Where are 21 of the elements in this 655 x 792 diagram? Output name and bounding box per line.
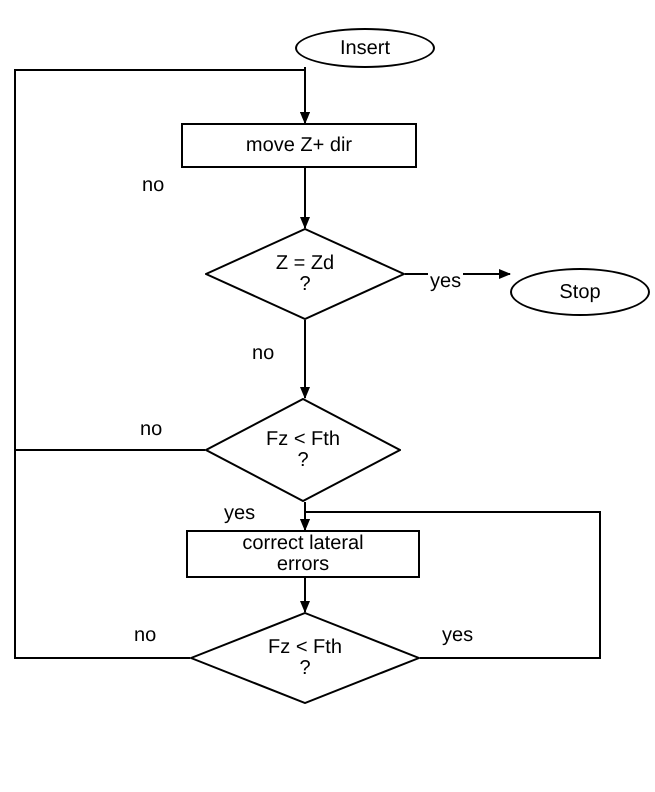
node-text: Insert (340, 38, 390, 58)
process-box (186, 530, 420, 578)
node-text: correct lateral errors (241, 533, 365, 575)
node-text: Fz < Fth (266, 429, 340, 450)
edge-label: yes (428, 270, 464, 293)
node-text: move Z+ dir (246, 135, 352, 156)
arrow (300, 578, 310, 613)
node-text: ? (299, 274, 311, 295)
arrow (14, 69, 310, 659)
node-text: ? (299, 658, 311, 679)
arrow (300, 168, 310, 229)
decision-diamond (205, 398, 401, 502)
decision-diamond (205, 228, 405, 320)
arrow (300, 511, 601, 659)
node-text: ? (297, 450, 309, 471)
node-text: Fz < Fth (268, 637, 342, 658)
node-text: Stop (559, 282, 601, 302)
node-text: Z = Zd (276, 253, 334, 274)
process-box (181, 123, 417, 168)
arrow (300, 320, 310, 399)
decision-diamond (190, 612, 420, 704)
